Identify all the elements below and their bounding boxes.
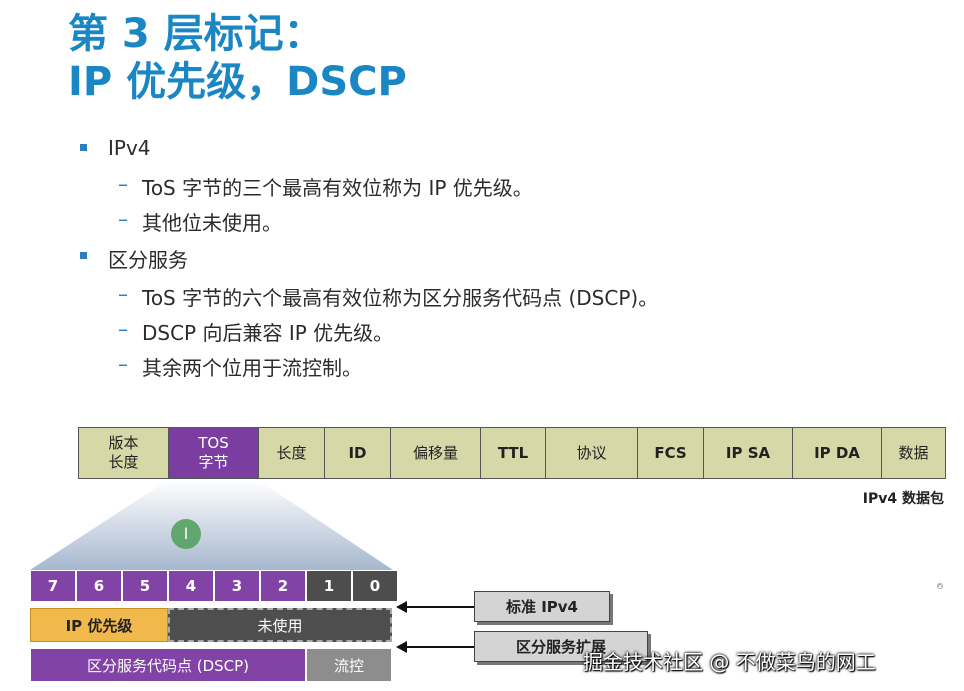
bullet-text: IPv4 bbox=[108, 136, 151, 160]
packet-field-ip-da: IP DA bbox=[793, 428, 882, 478]
packet-field-length: 长度 bbox=[259, 428, 325, 478]
pointer-cursor-icon: I bbox=[171, 519, 201, 549]
dash-icon: – bbox=[118, 172, 128, 196]
sub-bullet-text: ToS 字节的六个最高有效位称为区分服务代码点 (DSCP)。 bbox=[142, 286, 659, 310]
title-line-2: IP 优先级，DSCP bbox=[68, 59, 407, 105]
bullet-square-icon bbox=[80, 144, 87, 151]
bit-cell: 6 bbox=[76, 570, 122, 602]
watermark: 掘金技术社区 @ 不做菜鸟的网工 bbox=[583, 650, 876, 674]
arrow-left-icon bbox=[396, 601, 474, 613]
slide-title: 第 3 层标记： IP 优先级，DSCP bbox=[68, 10, 407, 106]
diffserv-row: 区分服务代码点 (DSCP) 流控 bbox=[30, 648, 392, 682]
bit-cell: 2 bbox=[260, 570, 306, 602]
bit-cell: 7 bbox=[30, 570, 76, 602]
bullet-square-icon bbox=[80, 252, 87, 259]
standard-ipv4-row: IP 优先级 未使用 bbox=[30, 608, 392, 642]
standard-ipv4-label: 标准 IPv4 bbox=[474, 591, 610, 622]
sub-bullet-text: 其余两个位用于流控制。 bbox=[142, 356, 362, 380]
dscp-cell: 区分服务代码点 (DSCP) bbox=[30, 648, 306, 682]
sub-bullet-text: DSCP 向后兼容 IP 优先级。 bbox=[142, 321, 394, 345]
bit-cell: 1 bbox=[306, 570, 352, 602]
packet-caption: IPv4 数据包 bbox=[862, 491, 944, 507]
packet-field-fcs: FCS bbox=[638, 428, 704, 478]
arrow-left-icon bbox=[396, 641, 474, 653]
flow-control-cell: 流控 bbox=[306, 648, 392, 682]
side-mark: © bbox=[935, 582, 944, 590]
sub-bullet-text: 其他位未使用。 bbox=[142, 211, 282, 235]
packet-field-data: 数据 bbox=[882, 428, 945, 478]
packet-field-id: ID bbox=[325, 428, 391, 478]
packet-field-protocol: 协议 bbox=[546, 428, 638, 478]
unused-cell: 未使用 bbox=[168, 608, 392, 642]
ip-precedence-cell: IP 优先级 bbox=[30, 608, 168, 642]
bit-cell: 4 bbox=[168, 570, 214, 602]
sub-bullet-text: ToS 字节的三个最高有效位称为 IP 优先级。 bbox=[142, 176, 533, 200]
tos-bits: 7 6 5 4 3 2 1 0 bbox=[30, 570, 398, 602]
title-line-1: 第 3 层标记： bbox=[68, 11, 324, 57]
packet-field-offset: 偏移量 bbox=[391, 428, 481, 478]
bit-cell: 3 bbox=[214, 570, 260, 602]
packet-field-ttl: TTL bbox=[481, 428, 546, 478]
bit-cell: 5 bbox=[122, 570, 168, 602]
dash-icon: – bbox=[118, 282, 128, 306]
packet-field-version-length: 版本长度 bbox=[79, 428, 169, 478]
bit-cell: 0 bbox=[352, 570, 398, 602]
dash-icon: – bbox=[118, 352, 128, 376]
packet-field-ip-sa: IP SA bbox=[704, 428, 793, 478]
dash-icon: – bbox=[118, 317, 128, 341]
bullet-text: 区分服务 bbox=[108, 248, 188, 272]
diffserv-extension-label: 区分服务扩展 bbox=[474, 631, 648, 662]
dash-icon: – bbox=[118, 207, 128, 231]
